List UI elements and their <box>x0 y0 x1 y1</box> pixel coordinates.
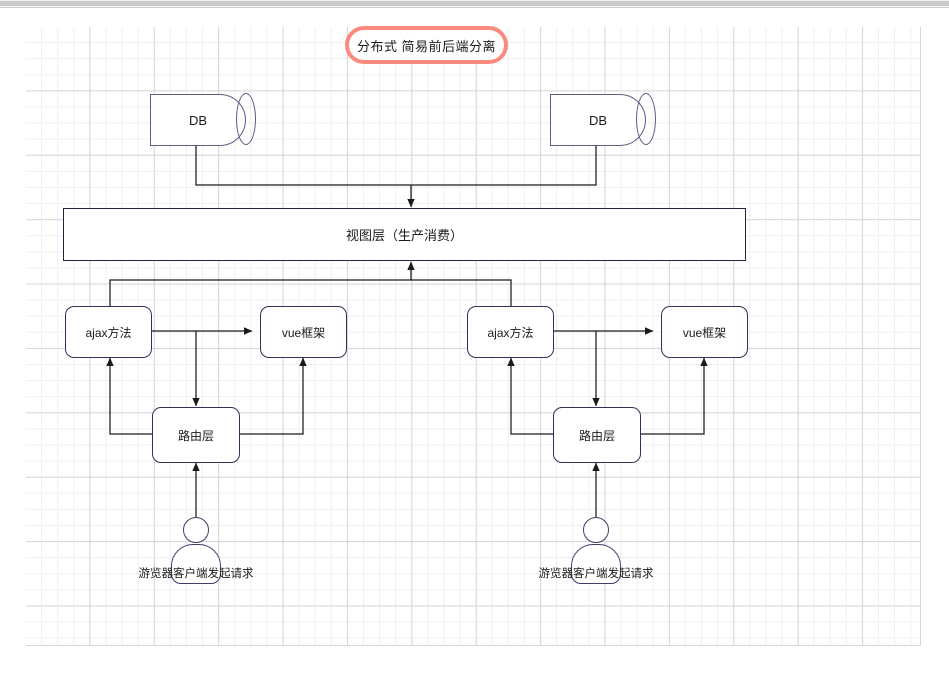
actor-node-left[interactable] <box>166 517 226 584</box>
actor-head-icon <box>583 517 609 543</box>
router-node-left[interactable]: 路由层 <box>152 407 240 463</box>
actor-head-icon <box>183 517 209 543</box>
view-layer-node[interactable]: 视图层（生产消费） <box>63 208 746 261</box>
db-cylinder-body <box>550 94 646 146</box>
scrollbar-thumb[interactable] <box>0 1 949 6</box>
db-node-right[interactable]: DB <box>550 92 656 146</box>
router-node-right[interactable]: 路由层 <box>553 407 641 463</box>
ajax-node-left[interactable]: ajax方法 <box>65 306 152 358</box>
actor-caption-right: 游览器客户端发起请求 <box>538 568 654 580</box>
diagram-title[interactable]: 分布式 简易前后端分离 <box>345 26 508 64</box>
db-cylinder-cap <box>236 92 256 145</box>
db-cylinder-cap <box>636 92 656 145</box>
vue-node-right[interactable]: vue框架 <box>661 306 748 358</box>
vue-node-left[interactable]: vue框架 <box>260 306 347 358</box>
actor-node-right[interactable] <box>566 517 626 584</box>
window-scroll-strip[interactable] <box>0 0 949 8</box>
actor-caption-left: 游览器客户端发起请求 <box>138 568 254 580</box>
actor-body-icon <box>571 544 621 584</box>
db-label-right: DB <box>588 112 608 128</box>
db-cylinder-body <box>150 94 246 146</box>
db-node-left[interactable]: DB <box>150 92 256 146</box>
actor-body-icon <box>171 544 221 584</box>
db-label-left: DB <box>188 112 208 128</box>
diagram-title-label: 分布式 简易前后端分离 <box>356 38 497 54</box>
ajax-node-right[interactable]: ajax方法 <box>467 306 554 358</box>
